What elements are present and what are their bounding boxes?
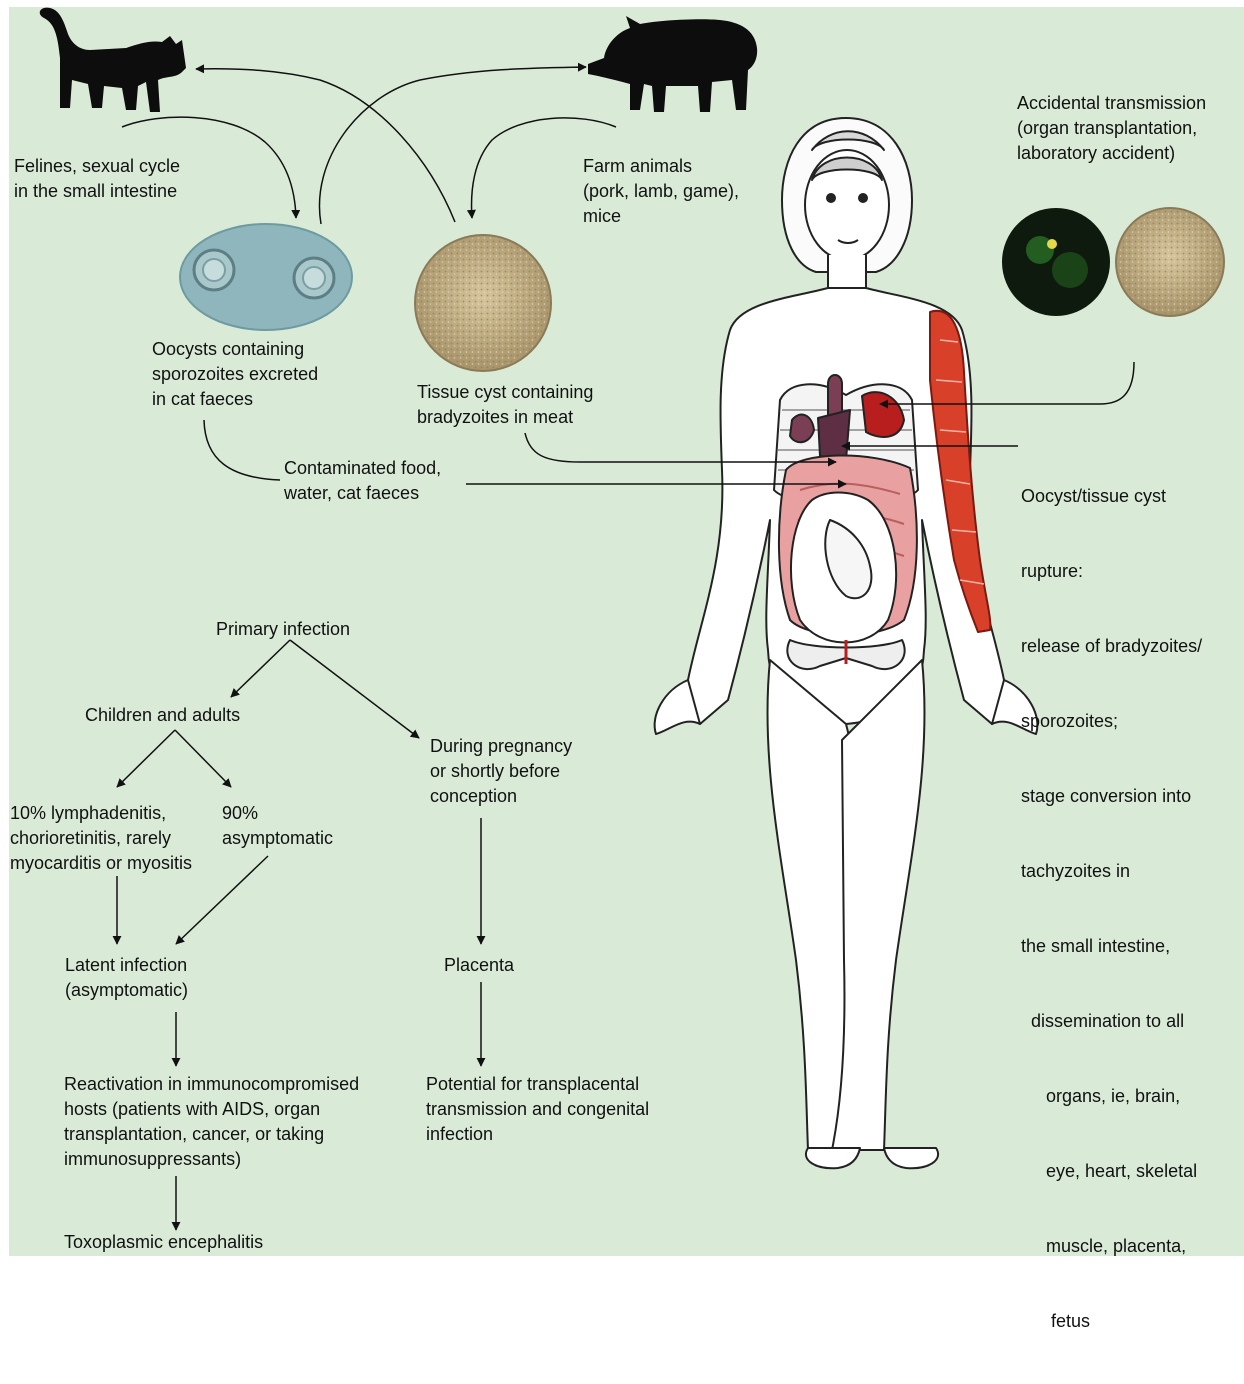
label-primary-infection: Primary infection [216,617,350,642]
label-felines: Felines, sexual cycle in the small intes… [14,154,180,204]
label-rupture: Oocyst/tissue cyst rupture: release of b… [1021,434,1202,1384]
label-oocysts: Oocysts containing sporozoites excreted … [152,337,318,412]
pig-icon [588,16,757,112]
arrow-tissuecyst-to-cat [196,69,455,222]
fluorescent-micrograph-icon [1002,208,1110,316]
cat-icon [40,8,186,112]
arrow-oocyst-to-pig [319,67,586,224]
label-tissue-cyst: Tissue cyst containing bradyzoites in me… [417,380,593,430]
label-children-adults: Children and adults [85,703,240,728]
label-encephalitis: Toxoplasmic encephalitis [64,1230,263,1255]
arrow-primary-to-children [231,640,290,697]
line-oocyst-to-contaminated [204,420,280,480]
label-pregnancy: During pregnancy or shortly before conce… [430,734,572,809]
oocyst-micrograph-icon [180,224,352,330]
arrow-children-to-lymph [117,730,175,787]
tissue-cyst-micrograph-icon [415,235,551,371]
arrow-children-to-asymptomatic [175,730,231,787]
arrow-primary-to-pregnancy [290,640,419,738]
label-transplacental: Potential for transplacental transmissio… [426,1072,649,1147]
human-body-illustration [655,118,1038,1168]
label-latent-infection: Latent infection (asymptomatic) [65,953,188,1003]
label-accidental-transmission: Accidental transmission (organ transplan… [1017,91,1206,166]
label-reactivation: Reactivation in immunocompromised hosts … [64,1072,359,1172]
label-lymphadenitis: 10% lymphadenitis, chorioretinitis, rare… [10,801,192,876]
label-contaminated: Contaminated food, water, cat faeces [284,456,441,506]
label-asymptomatic: 90% asymptomatic [222,801,333,851]
label-farm-animals: Farm animals (pork, lamb, game), mice [583,154,739,229]
tissue-cyst-micrograph-2-icon [1116,208,1224,316]
label-placenta: Placenta [444,953,514,978]
diagram-canvas: Felines, sexual cycle in the small intes… [0,0,1244,1256]
